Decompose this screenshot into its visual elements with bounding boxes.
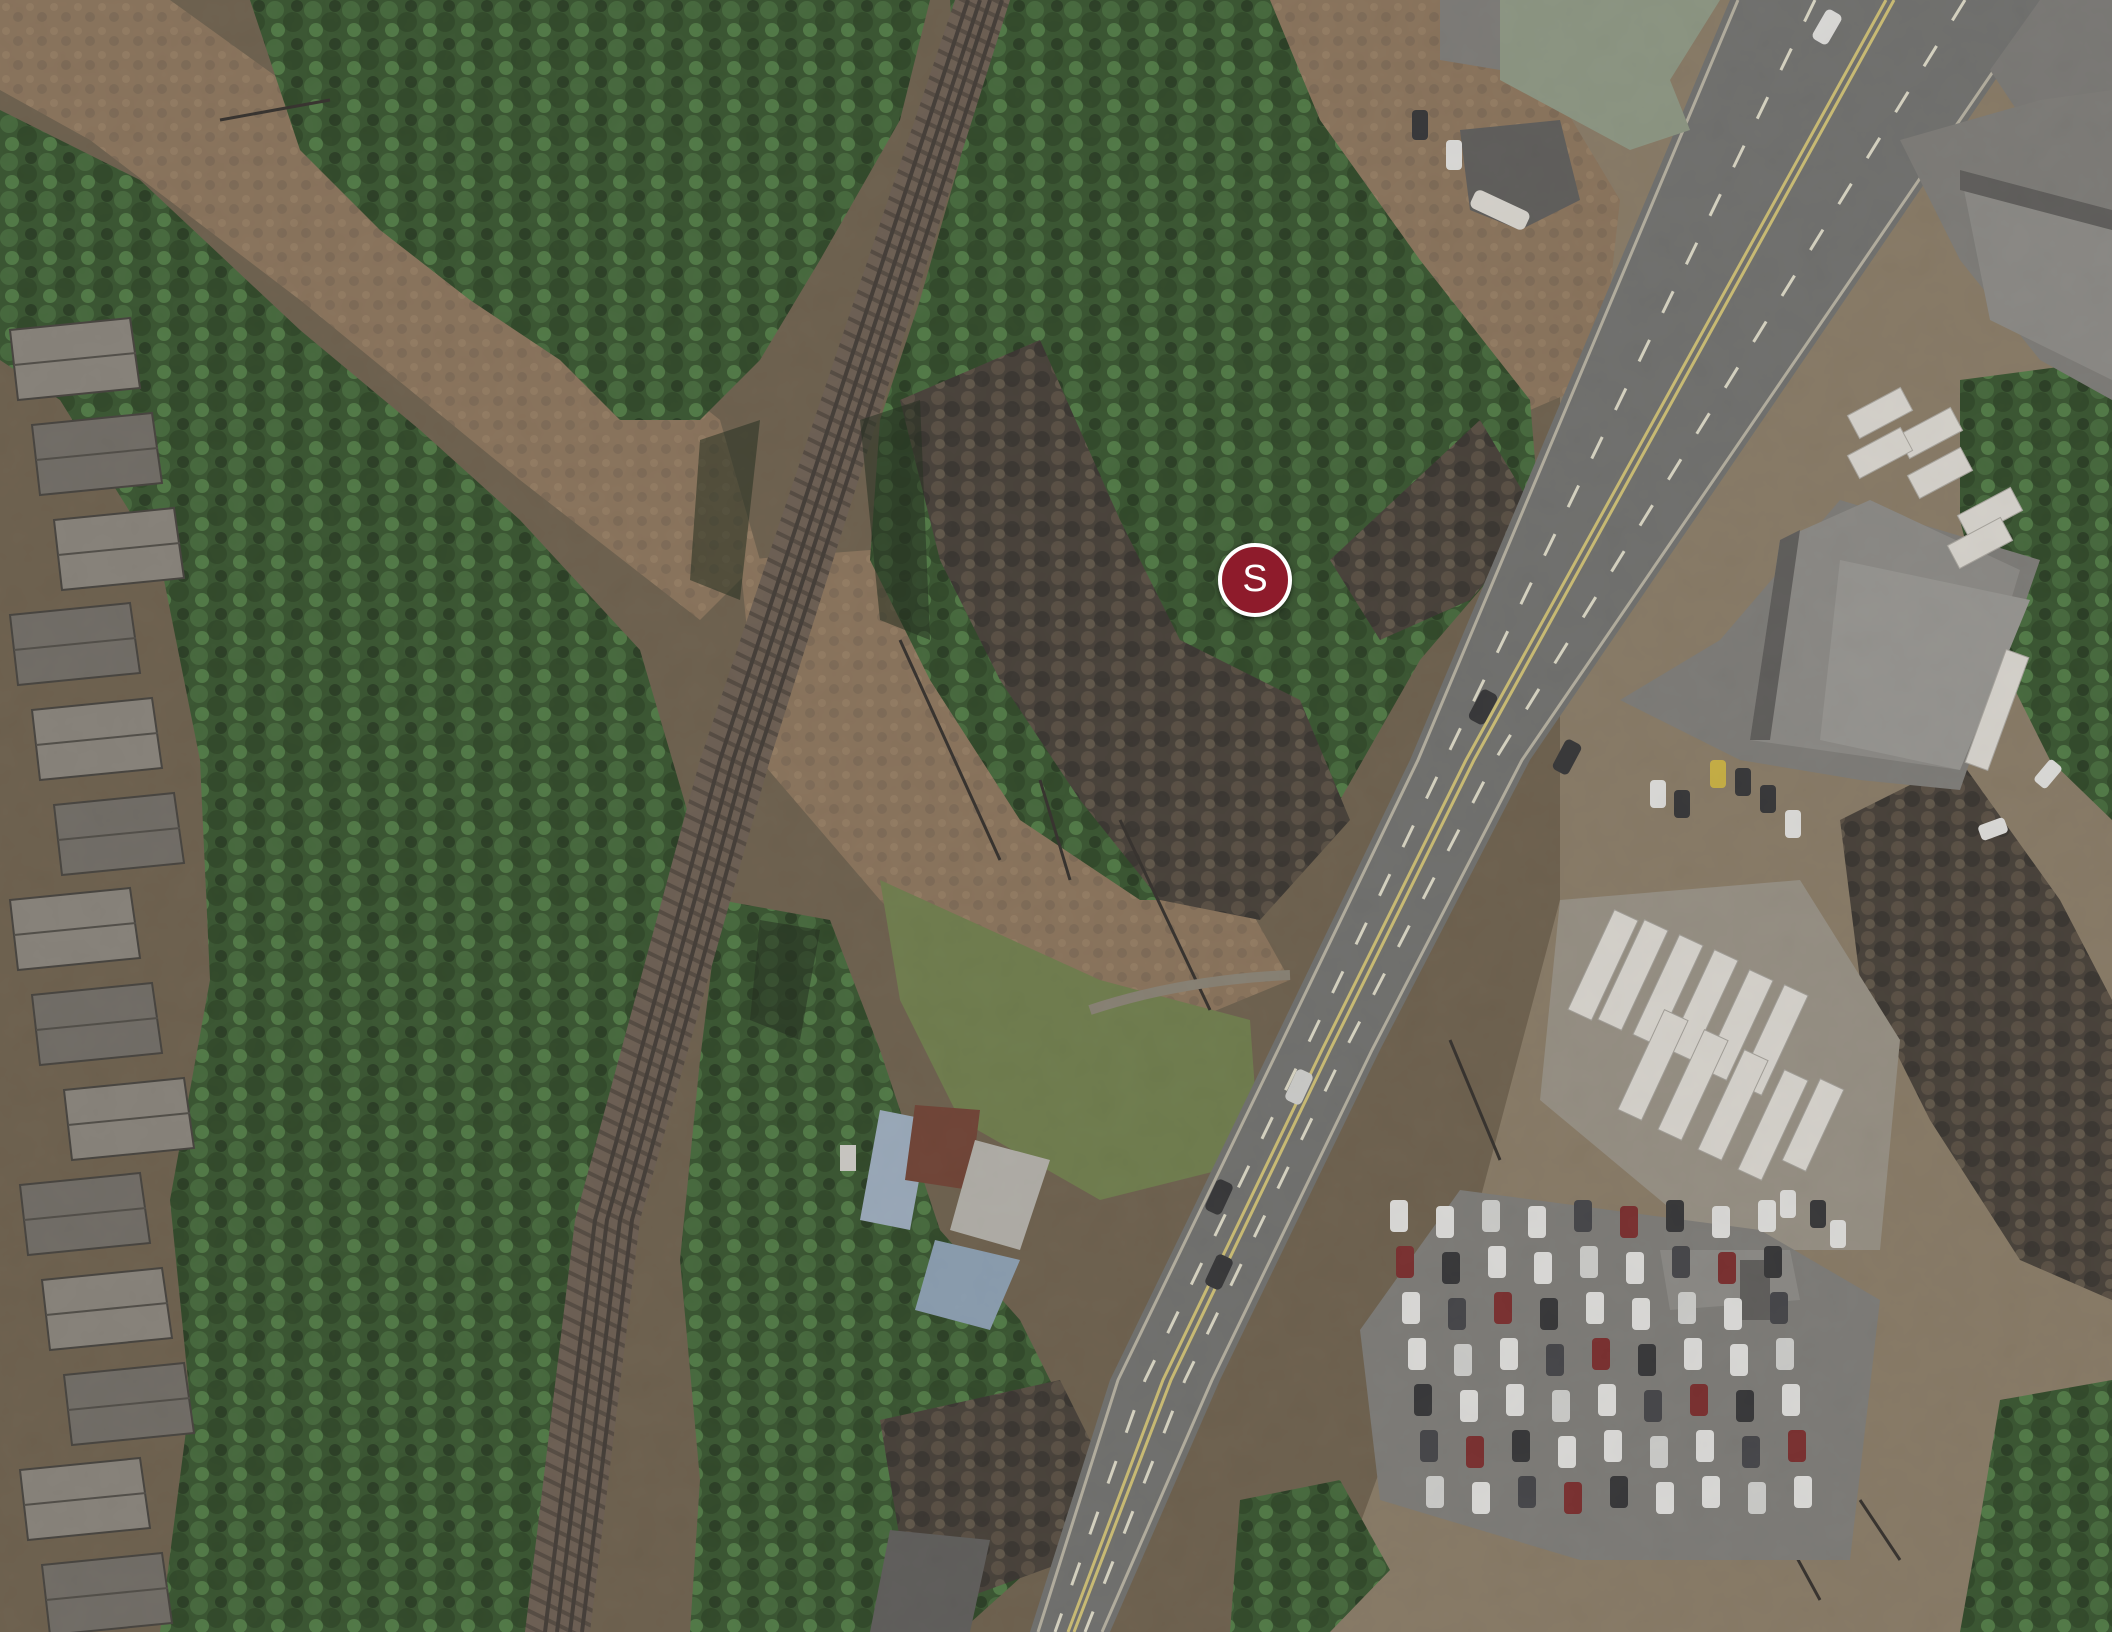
location-pin-icon[interactable]: S: [1218, 543, 1292, 617]
marker-label: S: [1242, 558, 1268, 600]
